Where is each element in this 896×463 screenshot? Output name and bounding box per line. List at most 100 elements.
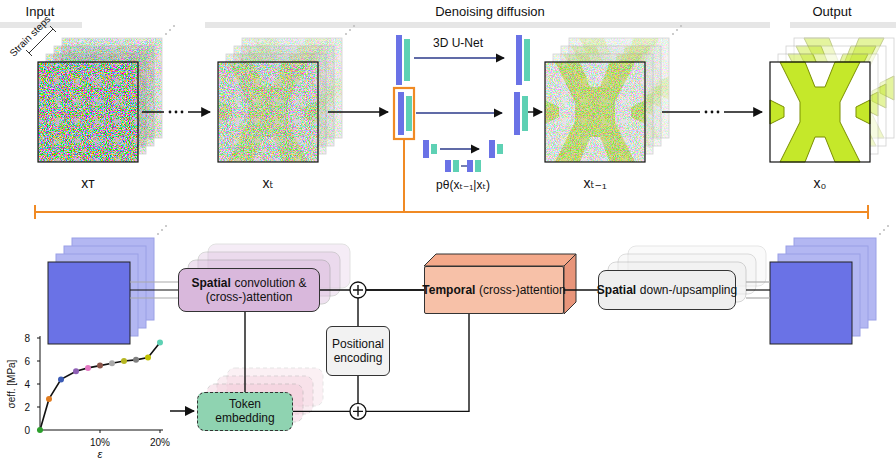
- strain-frame: [770, 62, 870, 162]
- sample-dot: [145, 355, 151, 361]
- sample-dot: [46, 396, 52, 402]
- drawing-part: [445, 160, 451, 172]
- drawing-part: [404, 39, 410, 81]
- block-text: (cross-)attention: [479, 283, 566, 297]
- connector: [244, 312, 245, 392]
- drawing-part: [164, 106, 188, 118]
- sample-dot: [109, 360, 115, 366]
- noise: [38, 62, 138, 162]
- header-bar: [205, 22, 770, 28]
- frame-stack: [770, 25, 896, 162]
- ellipsis-dot: [705, 111, 708, 114]
- drawing-part: [37, 338, 40, 339]
- block-text: Positional encoding: [332, 337, 384, 365]
- more-dot: [676, 29, 678, 31]
- embedding-box: Token embedding: [197, 392, 293, 431]
- encoding-box: Positional encoding: [326, 326, 390, 376]
- sample-dot: [133, 357, 139, 363]
- feature-line: [746, 297, 770, 298]
- sample-dot: [85, 365, 91, 371]
- drawing-part: [545, 62, 645, 162]
- drawing-part: [467, 160, 473, 172]
- more-dot: [157, 233, 159, 235]
- drawing-part: [37, 384, 40, 385]
- drawing-part: [461, 165, 467, 166]
- more-dot: [879, 233, 881, 235]
- drawing-part: [48, 262, 130, 344]
- drawing-part: [770, 62, 870, 162]
- ellipsis-dot: [711, 111, 714, 114]
- box-face: [564, 254, 576, 314]
- zoom-bracket: [35, 139, 868, 219]
- strain-frame: [38, 62, 138, 162]
- more-dot: [161, 229, 163, 231]
- more-dot: [173, 25, 175, 27]
- drawing-part: [100, 430, 101, 433]
- strain-frame: [770, 262, 852, 344]
- sample-dot: [157, 340, 163, 346]
- drawing-part: [489, 140, 495, 158]
- feature-line: [130, 281, 178, 282]
- drawing-part: [770, 262, 852, 344]
- caption-label: pθ(xₜ₋₁|xₜ): [436, 179, 490, 192]
- skip-arrow: [416, 112, 502, 113]
- caption-label: xᴛ: [81, 176, 94, 191]
- drawing-part: [431, 144, 437, 154]
- axis-label: 10%: [90, 437, 110, 448]
- drawing-part: [396, 35, 402, 85]
- highlight-frame: [394, 88, 414, 139]
- more-dot: [169, 29, 171, 31]
- noise: [218, 62, 318, 162]
- conv-block: Spatialconvolution & (cross-)attention: [178, 268, 320, 312]
- drawing-part: [218, 62, 318, 162]
- frame-stack: [218, 25, 355, 162]
- drawing-part: [522, 96, 528, 131]
- strain-frame: [545, 62, 645, 162]
- sample-dot: [73, 368, 79, 374]
- drawing-part: [406, 96, 412, 131]
- drawing-part: [497, 144, 503, 154]
- axis-label: 20%: [150, 437, 170, 448]
- strain-frame: [48, 262, 130, 344]
- caption-label: xₜ: [262, 176, 273, 191]
- drawing-part: [37, 407, 40, 408]
- skip-arrow: [440, 148, 479, 149]
- more-dot: [345, 33, 347, 35]
- caption-label: 3D U-Net: [433, 37, 483, 50]
- more-dot: [165, 225, 167, 227]
- block-title: Temporal: [422, 283, 475, 297]
- sample-dot: [97, 363, 103, 369]
- block-title: Spatial: [192, 276, 231, 290]
- axis-label: 8: [24, 333, 30, 344]
- ellipsis-dot: [169, 111, 172, 114]
- sum-circle: [350, 282, 366, 298]
- unet: [394, 35, 530, 172]
- stress-strain-chart: [37, 336, 163, 433]
- input-arrow: [170, 410, 194, 412]
- sample-dot: [37, 427, 43, 433]
- sample-dot: [121, 358, 127, 364]
- feature-line: [746, 281, 770, 282]
- header-bar: [790, 22, 896, 28]
- caption-label: xₜ₋₁: [583, 176, 606, 191]
- drawing-part: [38, 62, 138, 162]
- caption-label: x₀: [814, 176, 827, 191]
- connector: [358, 290, 424, 326]
- axis-label: 2: [24, 402, 30, 413]
- drawing-part: [453, 160, 459, 172]
- sample-dot: [58, 376, 64, 382]
- connector: [564, 289, 598, 290]
- drawing-part: [475, 160, 481, 172]
- axis-label: 0: [24, 425, 30, 436]
- step-arrow: [528, 111, 542, 112]
- more-dot: [349, 29, 351, 31]
- microstructure: [545, 62, 645, 162]
- drawing-part: [524, 39, 530, 81]
- box-face: [424, 254, 576, 266]
- drawing-part: [423, 140, 429, 158]
- step-arrow: [662, 111, 762, 112]
- drawing-part: [770, 62, 870, 162]
